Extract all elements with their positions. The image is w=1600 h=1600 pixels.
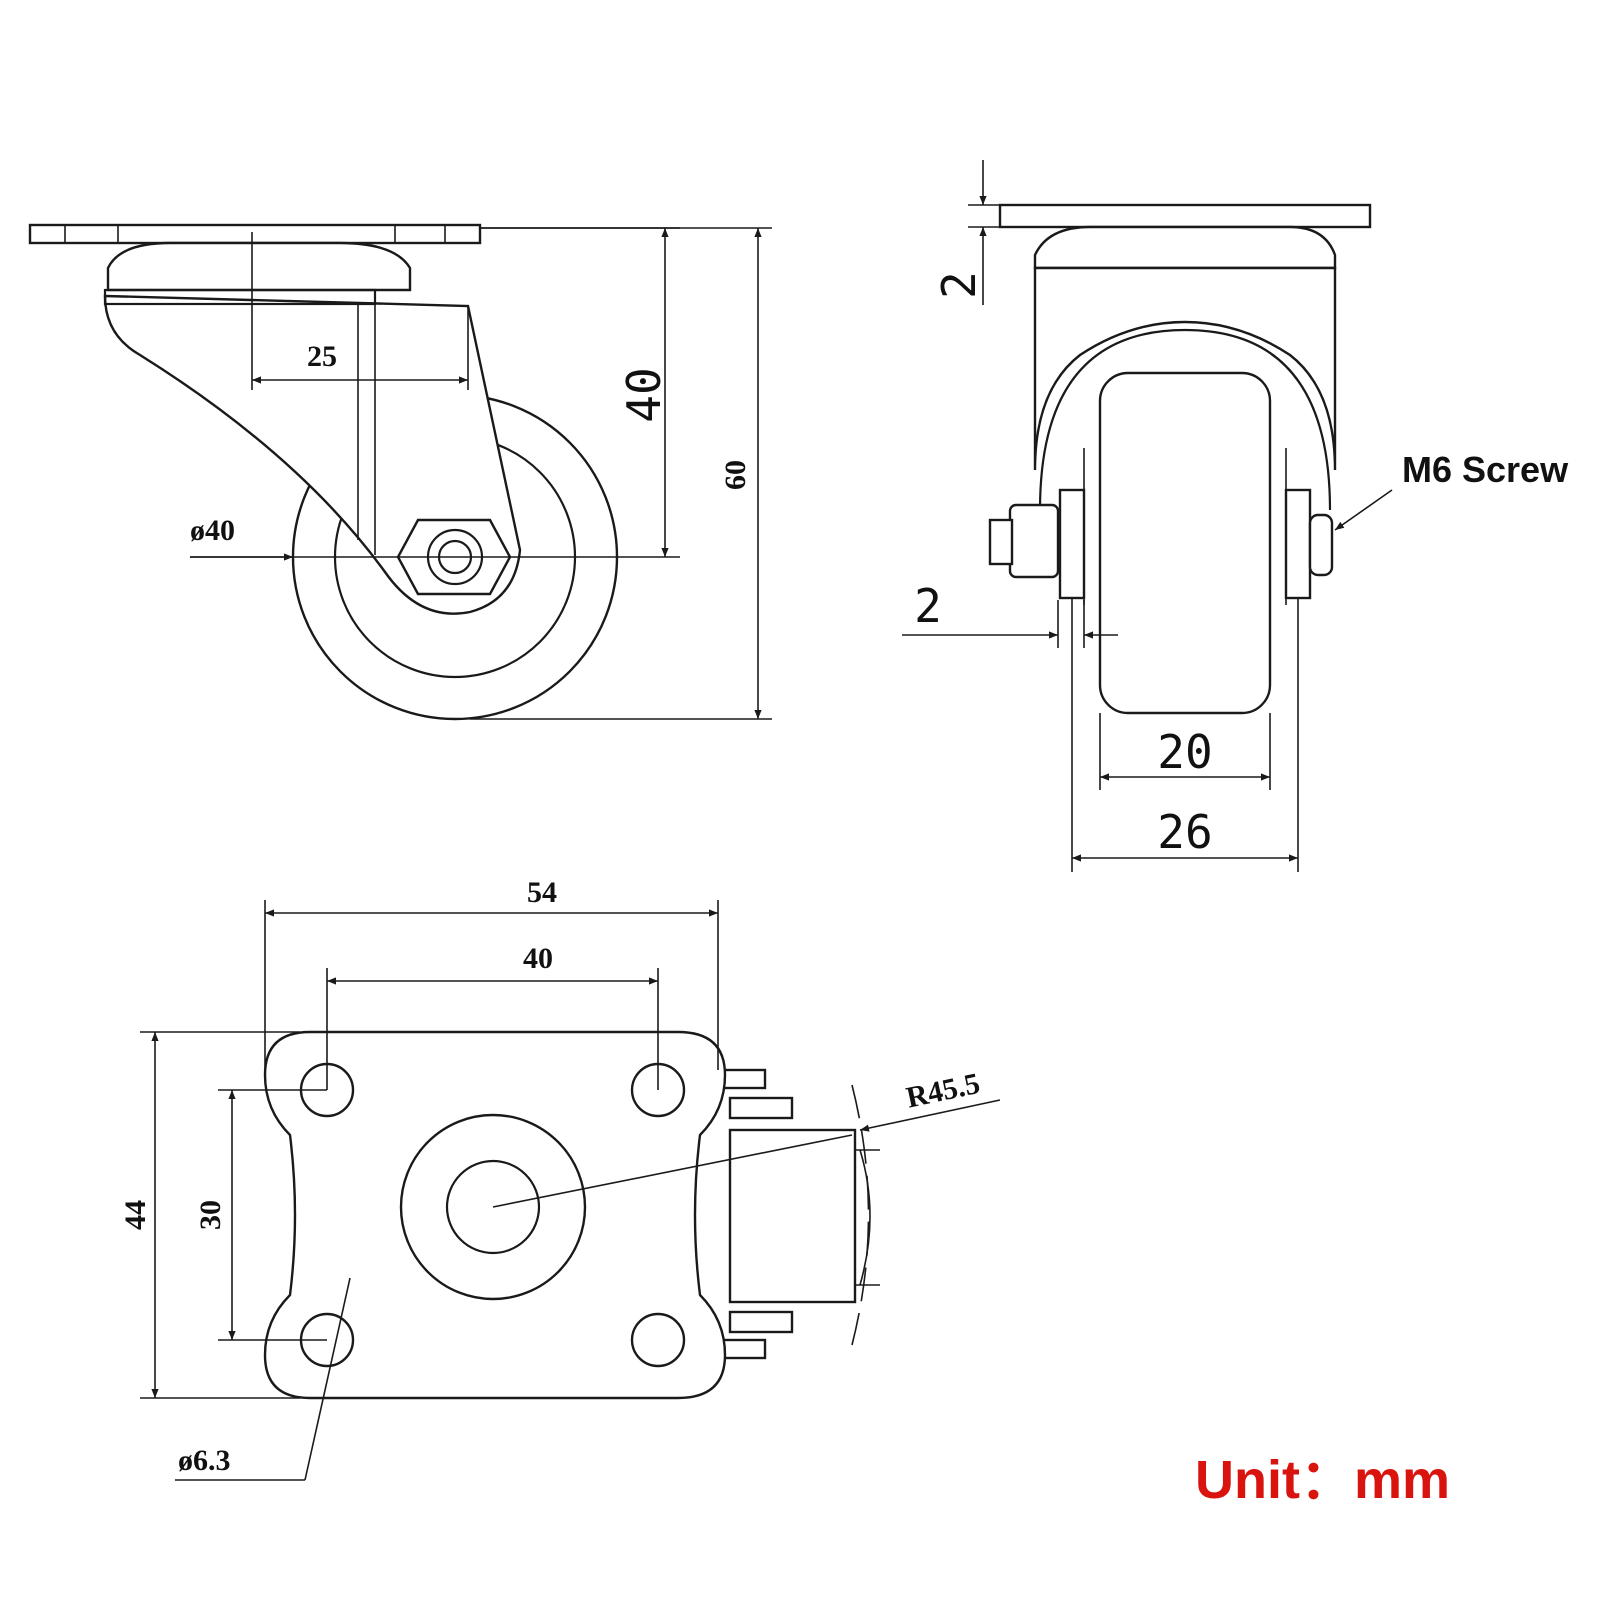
dim-fork-thickness: 2 [914, 579, 942, 633]
side-top-plate [28, 223, 482, 245]
front-axle-nut [1008, 503, 1060, 579]
dim-wheel-width: 20 [1157, 725, 1212, 779]
dim-plate-length: 54 [527, 876, 557, 909]
dim-wheel-diameter: ø40 [190, 514, 235, 547]
dim-offset: 25 [307, 340, 337, 373]
dim-total-height: 60 [719, 460, 752, 490]
top-fork-tab-upper [728, 1096, 794, 1120]
unit-label: Unit：mm [1195, 1450, 1450, 1510]
front-fork-arch [1038, 328, 1332, 511]
top-fork-body [728, 1128, 857, 1304]
fork-leg-right [1284, 488, 1312, 600]
dim-plate-thickness: 2 [932, 271, 986, 299]
dim-plate-width: 44 [119, 1200, 152, 1230]
m6-screw-head [1308, 513, 1334, 577]
front-wheel [1098, 371, 1272, 715]
top-fork-tab-top [718, 1068, 767, 1090]
bolt-hole-bottom-right [630, 1312, 686, 1368]
side-view: 25 40 60 ø40 [28, 223, 772, 721]
front-top-plate [998, 203, 1372, 229]
fork-leg-left [1058, 488, 1086, 600]
swivel-bearing-inner [445, 1159, 541, 1255]
swivel-radius-arc [851, 1084, 870, 1346]
dim-hole-diameter: ø6.3 [178, 1444, 231, 1477]
dim-height-to-axle: 40 [617, 367, 671, 422]
front-fork-body [1033, 266, 1337, 471]
front-view: 2 2 20 26 M6 Screw [902, 160, 1569, 872]
top-fork-tab-bottom [718, 1338, 767, 1360]
m6-screw-label: M6 Screw [1402, 449, 1569, 490]
dim-hole-spacing-width: 30 [194, 1200, 227, 1230]
swivel-race [106, 241, 412, 292]
top-view: 54 40 44 30 R45.5 ø6.3 [119, 876, 1001, 1481]
front-swivel-race [1033, 225, 1337, 270]
dim-fork-width: 26 [1157, 805, 1212, 859]
side-fork-top-flange [103, 288, 377, 306]
dim-swivel-radius: R45.5 [903, 1067, 982, 1115]
dim-hole-spacing-length: 40 [523, 942, 553, 975]
front-axle-bolt-end [988, 518, 1014, 566]
top-fork-tab-lower [728, 1310, 794, 1334]
